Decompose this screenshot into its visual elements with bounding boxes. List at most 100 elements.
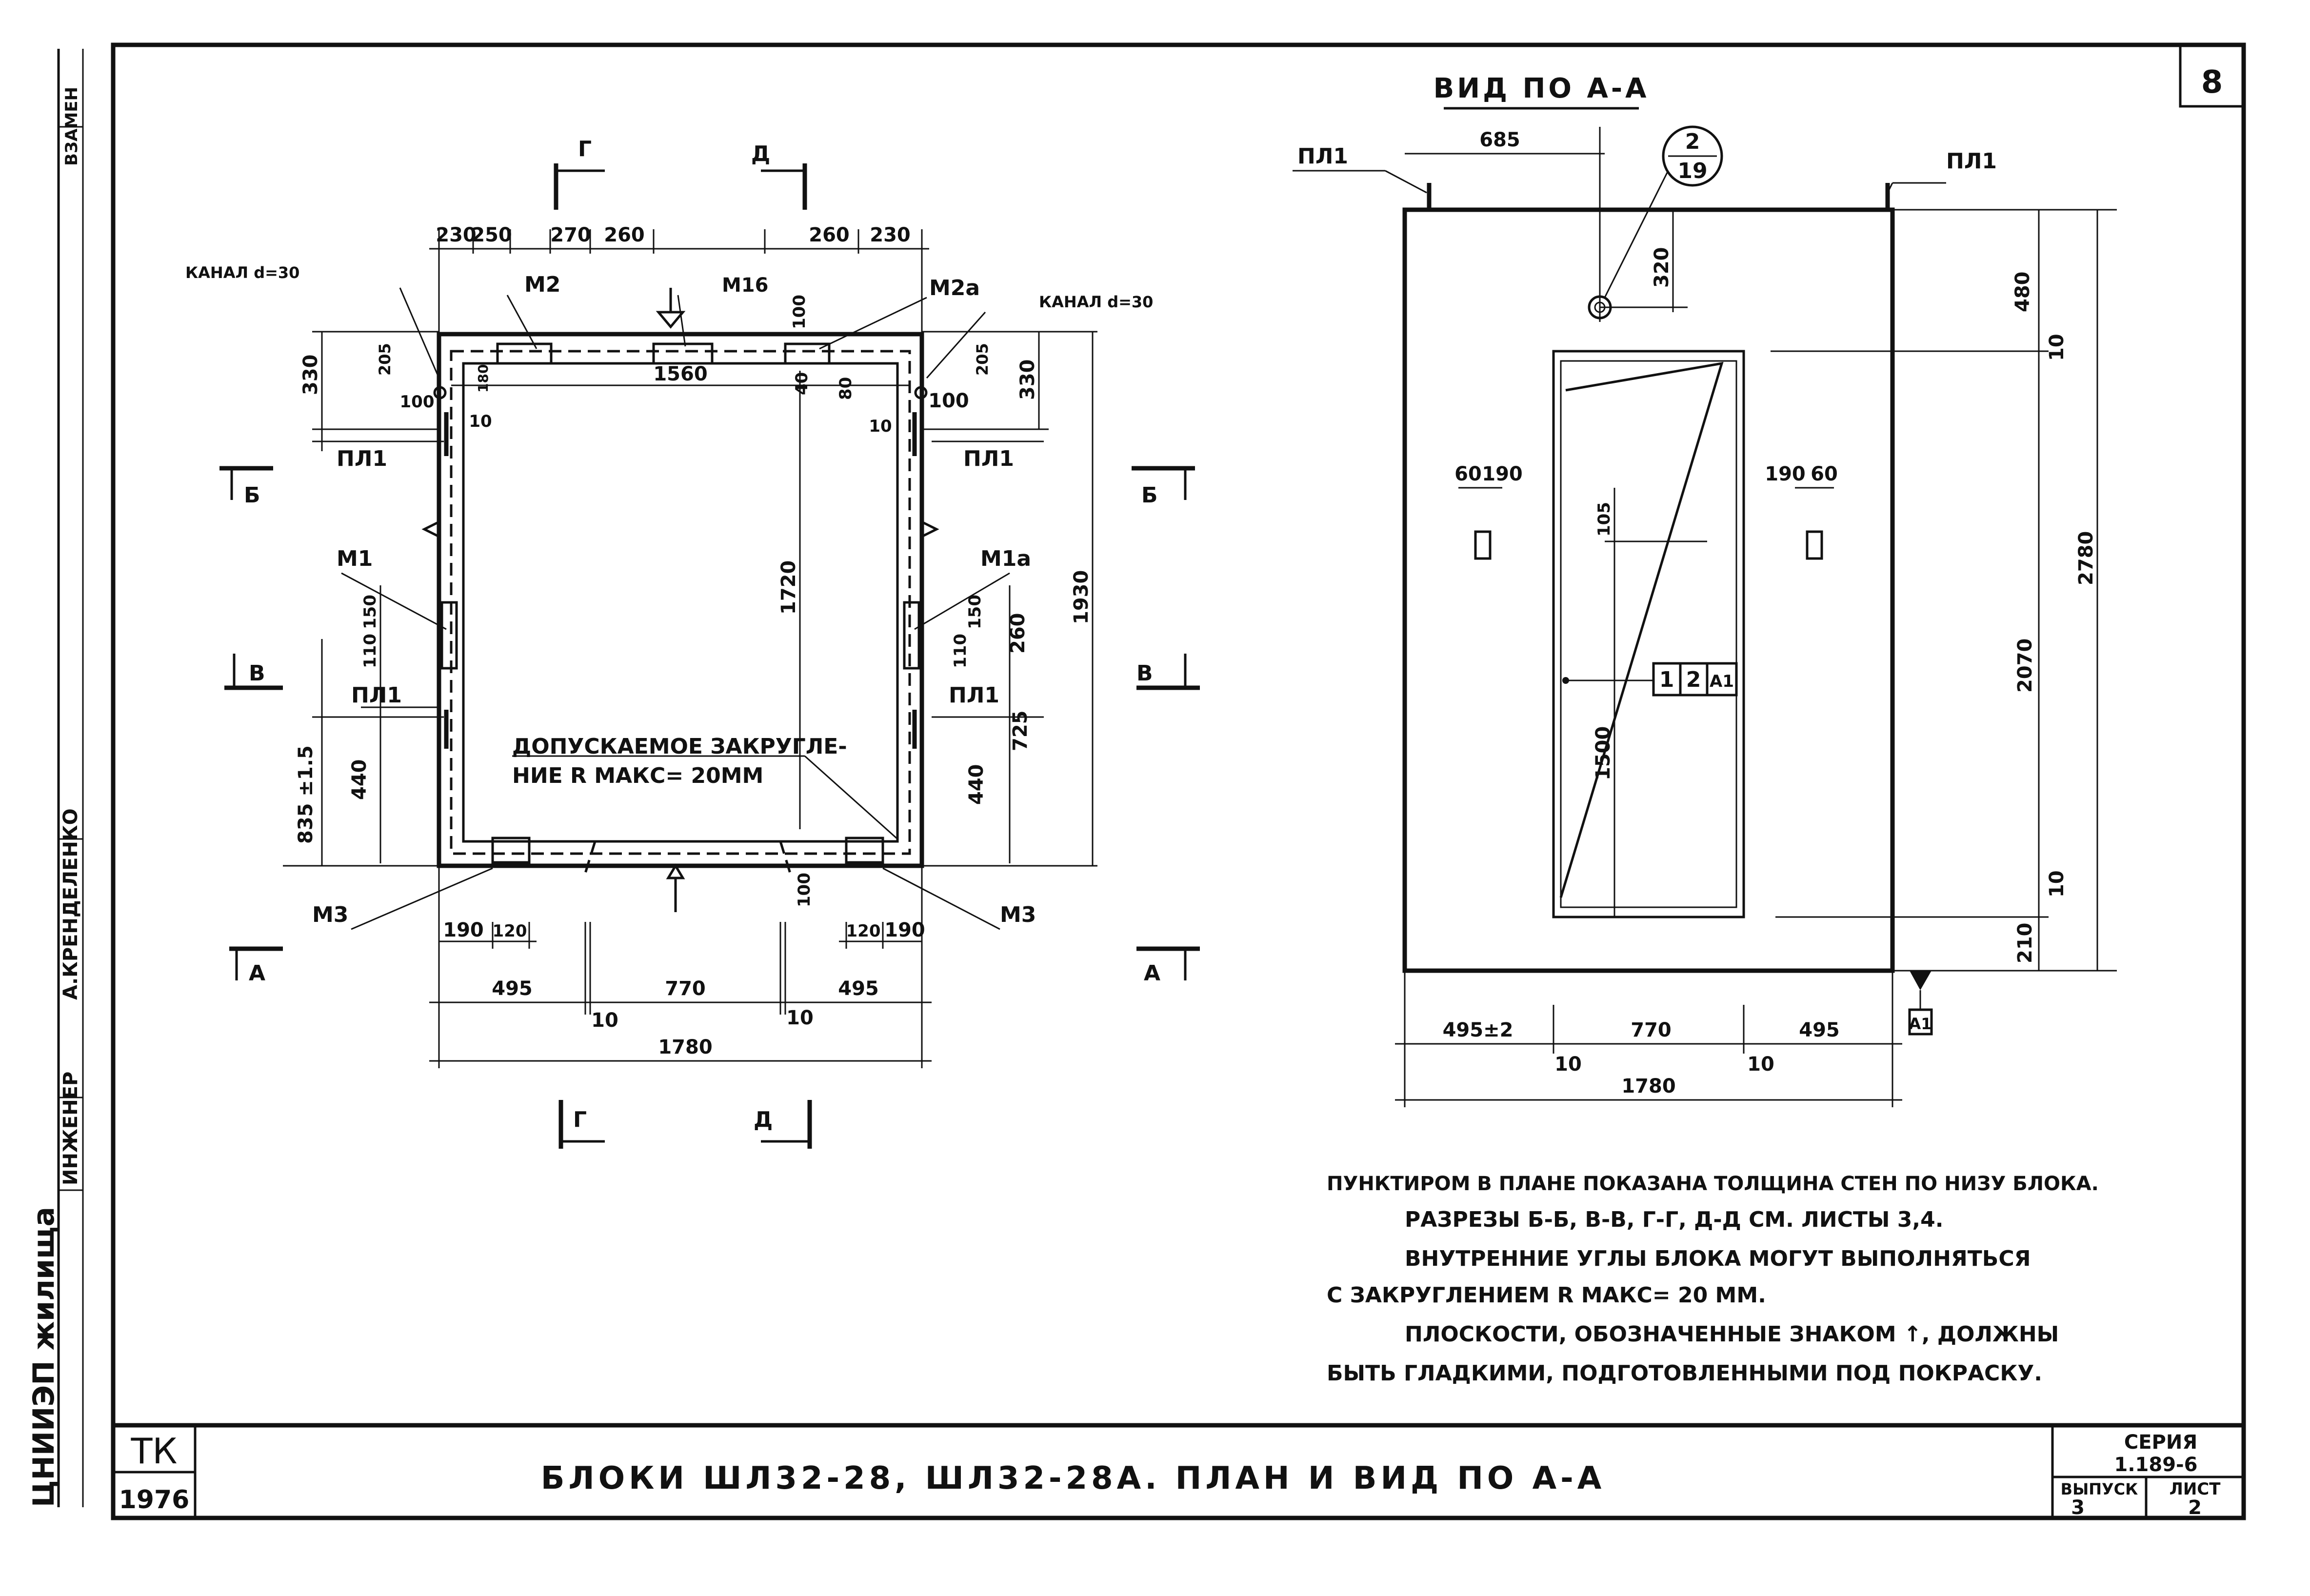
plan-section-a-left: А [249,961,265,986]
view-dim-190b: 190 [1765,463,1806,485]
view-dim-210: 210 [2014,923,2036,964]
view-dim-10c: 10 [1554,1053,1582,1076]
plan-dim-10c: 10 [591,1009,618,1032]
view-dim-10b: 10 [2046,870,2068,898]
sheet-number: 8 [2201,64,2223,100]
plan-dim-1560: 1560 [653,363,707,385]
plan-m3-right: М3 [1000,902,1036,927]
view-dim-685: 685 [1479,129,1520,151]
plan-dim-330a: 330 [299,355,322,396]
notes-block: ПУНКТИРОМ В ПЛАНЕ ПОКАЗАНА ТОЛЩИНА СТЕН … [1327,1173,2099,1386]
stamp-tk: ТК [130,1431,177,1472]
plan-pl1-top-left: ПЛ1 [337,446,387,471]
note-line-6: БЫТЬ ГЛАДКИМИ, ПОДГОТОВЛЕННЫМИ ПОД ПОКРА… [1327,1361,2042,1386]
plan-dim-495b: 495 [838,978,879,1000]
plan-section-g-bottom: Г [573,1107,587,1132]
plan-channel-left: КАНАЛ d=30 [185,263,299,282]
note-line-3: ВНУТРЕННИЕ УГЛЫ БЛОКА МОГУТ ВЫПОЛНЯТЬСЯ [1405,1246,2031,1271]
view-dim-320: 320 [1651,247,1673,288]
sheet-frame [111,42,2246,1520]
side-field: ВЗАМЕН [62,87,81,166]
plan-dim-205b: 205 [973,343,992,376]
plan-m1a: М1а [980,546,1031,571]
plan-dim-100c: 100 [790,295,809,329]
plan-dim-110b: 110 [951,634,970,668]
plan-dim-80: 80 [836,377,856,400]
plan-dim-330b: 330 [1016,359,1039,400]
plan-dim-120b: 120 [846,921,881,941]
plan-dim-495a: 495 [492,978,533,1000]
series-value: 1.189-6 [2114,1454,2198,1476]
sheet-title: БЛОКИ ШЛ32-28, ШЛ32-28А. ПЛАН И ВИД ПО А… [541,1460,1605,1496]
view-dim-60b: 60 [1811,463,1838,485]
plan-m16: М16 [722,274,768,297]
plan-m2: М2 [524,272,560,297]
view-dim-190a: 190 [1482,463,1523,485]
plan-dim-120a: 120 [493,921,527,941]
view-dim-770: 770 [1631,1019,1672,1041]
plan-dim-190a: 190 [443,919,484,941]
plan-channel-right: КАНАЛ d=30 [1039,293,1153,311]
view-dim-2780: 2780 [2075,531,2097,585]
view-circle-top: 2 [1685,129,1700,154]
view-pl1-left: ПЛ1 [1297,144,1348,169]
plan-section-b-right: Б [1141,483,1158,508]
view-dim-1500: 1500 [1592,726,1614,780]
view-title: ВИД ПО А-А [1434,73,1650,104]
view-dim-480: 480 [2011,272,2034,313]
plan-tolerance-note-1: ДОПУСКАЕМОЕ ЗАКРУГЛЕ- [512,734,847,759]
plan-pl1-top-right: ПЛ1 [963,446,1014,471]
plan-dim-100b: 100 [928,390,969,412]
plan-dim-205a: 205 [376,343,394,376]
plan-m3-left: М3 [312,902,348,927]
plan-dim-180: 180 [475,364,491,393]
plan-dim-150b: 150 [965,595,985,629]
plan-dim-260a: 260 [604,224,645,246]
plan-dim-110a: 110 [360,634,380,668]
note-line-5: ПЛОСКОСТИ, ОБОЗНАЧЕННЫЕ ЗНАКОМ ↑, ДОЛЖНЫ [1405,1322,2059,1347]
note-line-1: ПУНКТИРОМ В ПЛАНЕ ПОКАЗАНА ТОЛЩИНА СТЕН … [1327,1173,2099,1195]
plan-pl1-mid-left: ПЛ1 [351,683,402,708]
series-label: СЕРИЯ [2124,1431,2197,1454]
view-dim-10a: 10 [2046,334,2068,361]
view-dim-60a: 60 [1454,463,1482,485]
view-tag-a1: А1 [1710,672,1734,691]
plan-dim-100a: 100 [400,392,435,412]
plan-dim-40: 40 [792,372,812,395]
view-flag-a1: А1 [1909,1015,1932,1033]
note-line-4: С ЗАКРУГЛЕНИЕМ R МАКС= 20 ММ. [1327,1283,1766,1308]
side-name: А.КРЕНДЕЛЕНКО [60,808,82,1000]
view-dim-1780: 1780 [1621,1075,1675,1097]
plan-dim-1780: 1780 [658,1036,712,1058]
plan-dim-270: 270 [550,224,591,246]
plan-dim-260b: 260 [809,224,850,246]
page-value: 2 [2188,1496,2202,1519]
plan-dim-260c: 260 [1007,613,1029,654]
plan-dim-190b: 190 [884,919,925,941]
view-circle-bottom: 19 [1677,159,1707,183]
plan-dim-230b: 230 [870,224,911,246]
view-aa [1293,125,2117,1107]
plan-dim-725: 725 [1009,711,1032,752]
issue-value: 3 [2071,1496,2085,1519]
side-org: ЦНИИЭП жилища [27,1207,61,1507]
issue-label: ВЫПУСК [2061,1480,2138,1498]
view-dim-495b: 495 [1799,1019,1840,1041]
plan-dim-440a: 440 [348,759,371,800]
plan-dim-1930: 1930 [1070,570,1093,624]
plan-dim-250: 250 [471,224,512,246]
plan-section-v-right: В [1136,661,1153,686]
side-strip [57,49,84,1507]
page-label: ЛИСТ [2170,1479,2221,1499]
plan-dim-10d: 10 [786,1007,814,1029]
note-line-2: РАЗРЕЗЫ Б-Б, В-В, Г-Г, Д-Д СМ. ЛИСТЫ 3,4… [1405,1207,1943,1232]
plan-section-d-top: Д [751,141,770,166]
view-dim-495a: 495±2 [1443,1019,1513,1041]
plan-section-g-top: Г [578,137,592,161]
plan-section-d-bottom: Д [754,1107,773,1132]
plan-dim-10a: 10 [469,412,492,431]
plan-dim-150a: 150 [360,595,380,629]
view-tag-2: 2 [1686,667,1701,692]
plan-tolerance-note-2: НИЕ R МАКС= 20ММ [512,763,763,788]
